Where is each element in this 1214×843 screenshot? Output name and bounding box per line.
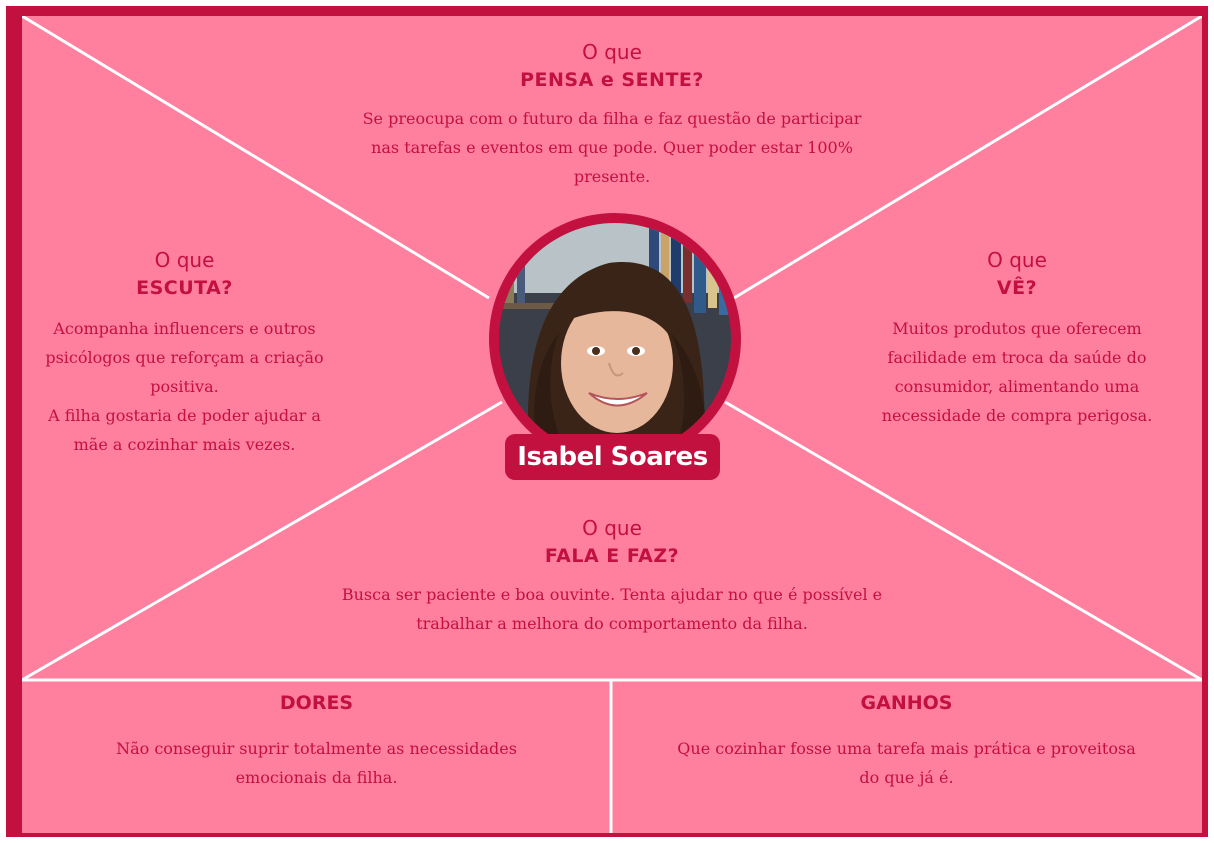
divider-bottom-right <box>724 400 1202 682</box>
section-says-does: O que FALA E FAZ? Busca ser paciente e b… <box>282 514 942 638</box>
divider-top-left <box>22 16 490 300</box>
sees-prefix: O que <box>987 248 1047 272</box>
quadrant-divider-lines <box>22 16 1202 833</box>
avatar <box>499 223 731 455</box>
thinks-prefix: O que <box>582 40 642 64</box>
persona-avatar-ring <box>489 213 741 465</box>
hears-text: Acompanha influencers e outros psicólogo… <box>45 319 324 454</box>
thinks-heading: PENSA e SENTE? <box>520 69 704 91</box>
empathy-map-canvas: O que PENSA e SENTE? Se preocupa com o f… <box>22 16 1202 833</box>
says-does-text: Busca ser paciente e boa ouvinte. Tenta … <box>341 585 883 633</box>
persona-photo <box>499 223 731 455</box>
gains-heading: GANHOS <box>860 692 953 714</box>
hears-prefix: O que <box>154 248 215 272</box>
thinks-text: Se preocupa com o futuro da filha e faz … <box>362 109 862 186</box>
divider-bottom-left <box>22 400 503 682</box>
says-does-prefix: O que <box>582 516 642 540</box>
section-thinks-feels: O que PENSA e SENTE? Se preocupa com o f… <box>312 38 912 191</box>
section-sees: O que VÊ? Muitos produtos que oferecem f… <box>852 246 1182 430</box>
divider-top-right <box>733 16 1202 300</box>
sees-text: Muitos produtos que oferecem facilidade … <box>881 319 1153 425</box>
section-hears: O que ESCUTA? Acompanha influencers e ou… <box>27 246 342 459</box>
says-does-heading: FALA E FAZ? <box>544 545 680 567</box>
persona-name-badge: Isabel Soares <box>505 434 720 480</box>
hears-heading: ESCUTA? <box>136 277 233 299</box>
gains-text: Que cozinhar fosse uma tarefa mais práti… <box>677 739 1136 787</box>
sees-heading: VÊ? <box>996 277 1038 299</box>
pains-text: Não conseguir suprir totalmente as neces… <box>116 739 517 787</box>
pains-heading: DORES <box>279 692 354 714</box>
empathy-map-frame: O que PENSA e SENTE? Se preocupa com o f… <box>6 6 1208 837</box>
